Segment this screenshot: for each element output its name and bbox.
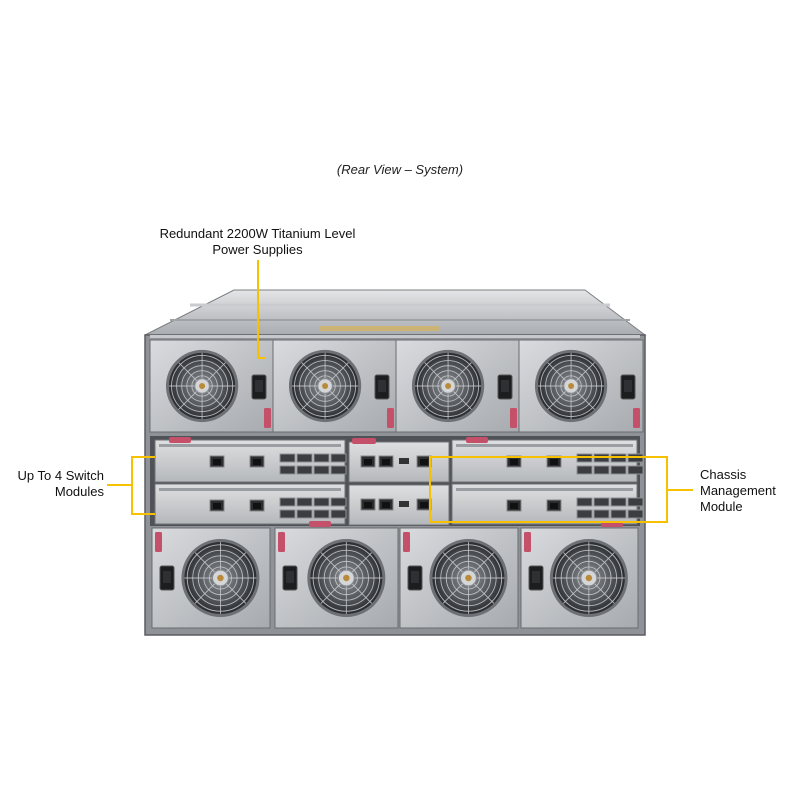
figure-caption: (Rear View – System) [336,162,464,177]
sfp-port-icon [330,509,347,519]
module-handle-icon [466,437,488,443]
sfp-port-icon [610,509,627,519]
module-handle-icon [264,408,271,428]
sfp-port-icon [313,465,330,475]
chassis-management-module [348,441,450,483]
power-supply-unit [149,339,275,433]
power-inlet-icon [159,565,175,591]
sfp-port-icon [313,453,330,463]
module-handle-icon [633,408,640,428]
rj45-port-icon [416,498,432,511]
sfp-port-icon [279,509,296,519]
sfp-port-icon [627,497,644,507]
sfp-port-icon [576,509,593,519]
rj45-port-icon [378,498,394,511]
fan-icon [534,349,608,423]
module-handle-icon [524,532,531,552]
module-handle-icon [278,532,285,552]
chassis-management-module [348,484,450,526]
fan-icon [429,539,508,617]
power-supply-unit [520,527,639,629]
switch-module [451,437,644,483]
power-inlet-icon [528,565,544,591]
switch-module [451,483,644,527]
fan-icon [411,349,485,423]
sfp-port-icon [313,497,330,507]
sfp-port-icon [627,509,644,519]
fan-icon [181,539,260,617]
sfp-port-icon [279,465,296,475]
power-inlet-icon [374,374,390,400]
callout-lines [107,260,693,523]
callout-switch-modules-line2: Modules [54,484,104,499]
sfp-port-icon [330,497,347,507]
sfp-port-icon [279,497,296,507]
module-handle-icon [403,532,410,552]
power-supply-unit [395,339,521,433]
callout-switch-modules: Up To 4 Switch Modules [0,468,104,500]
sfp-port-icon [627,465,644,475]
fan-icon [288,349,362,423]
rj45-port-icon [416,455,432,468]
power-supply-unit [518,339,644,433]
power-inlet-icon [497,374,513,400]
power-supply-unit [151,527,271,629]
rj45-port-icon [360,498,376,511]
sfp-port-icon [576,465,593,475]
sfp-port-icon [313,509,330,519]
callout-power-supplies-line1: Redundant 2200W Titanium Level [159,226,356,241]
fan-icon [307,539,386,617]
power-supply-unit [272,339,398,433]
module-handle-icon [510,408,517,428]
sfp-port-icon [576,497,593,507]
callout-chassis-management-line1: Chassis [700,467,747,482]
switch-module [154,483,347,527]
rj45-port-icon [209,499,225,512]
callout-power-supplies: Redundant 2200W Titanium Level Power Sup… [130,226,385,258]
fan-icon [549,539,628,617]
module-handle-icon [169,437,191,443]
sfp-port-icon [296,453,313,463]
sfp-port-icon [593,509,610,519]
callout-chassis-management: Chassis Management Module [700,467,800,515]
sfp-port-icon [296,509,313,519]
power-inlet-icon [620,374,636,400]
sfp-port-icon [610,497,627,507]
sfp-port-icon [593,465,610,475]
sfp-port-icon [330,453,347,463]
sfp-port-icon [296,497,313,507]
power-supply-unit [399,527,519,629]
power-supply-unit [274,527,399,629]
module-handle-icon [155,532,162,552]
rj45-port-icon [209,455,225,468]
sfp-port-icon [330,465,347,475]
sfp-port-icon [593,497,610,507]
callout-box-cmm [429,456,640,523]
callout-power-supplies-line2: Power Supplies [212,242,303,257]
rj45-port-icon [360,455,376,468]
switch-module [154,437,347,483]
callout-chassis-management-line2: Management [700,483,776,498]
sfp-port-icon [279,453,296,463]
rj45-port-icon [546,499,562,512]
power-inlet-icon [251,374,267,400]
callout-switch-modules-line1: Up To 4 Switch [17,468,104,483]
module-handle-icon [387,408,394,428]
rj45-port-icon [249,499,265,512]
fan-icon [165,349,239,423]
module-handle-icon [309,521,331,527]
callout-chassis-management-line3: Module [700,499,743,514]
rj45-port-icon [506,499,522,512]
rj45-port-icon [378,455,394,468]
sfp-port-icon [296,465,313,475]
sfp-port-icon [610,465,627,475]
power-inlet-icon [407,565,423,591]
power-inlet-icon [282,565,298,591]
module-handle-icon [352,438,376,444]
rj45-port-icon [249,455,265,468]
